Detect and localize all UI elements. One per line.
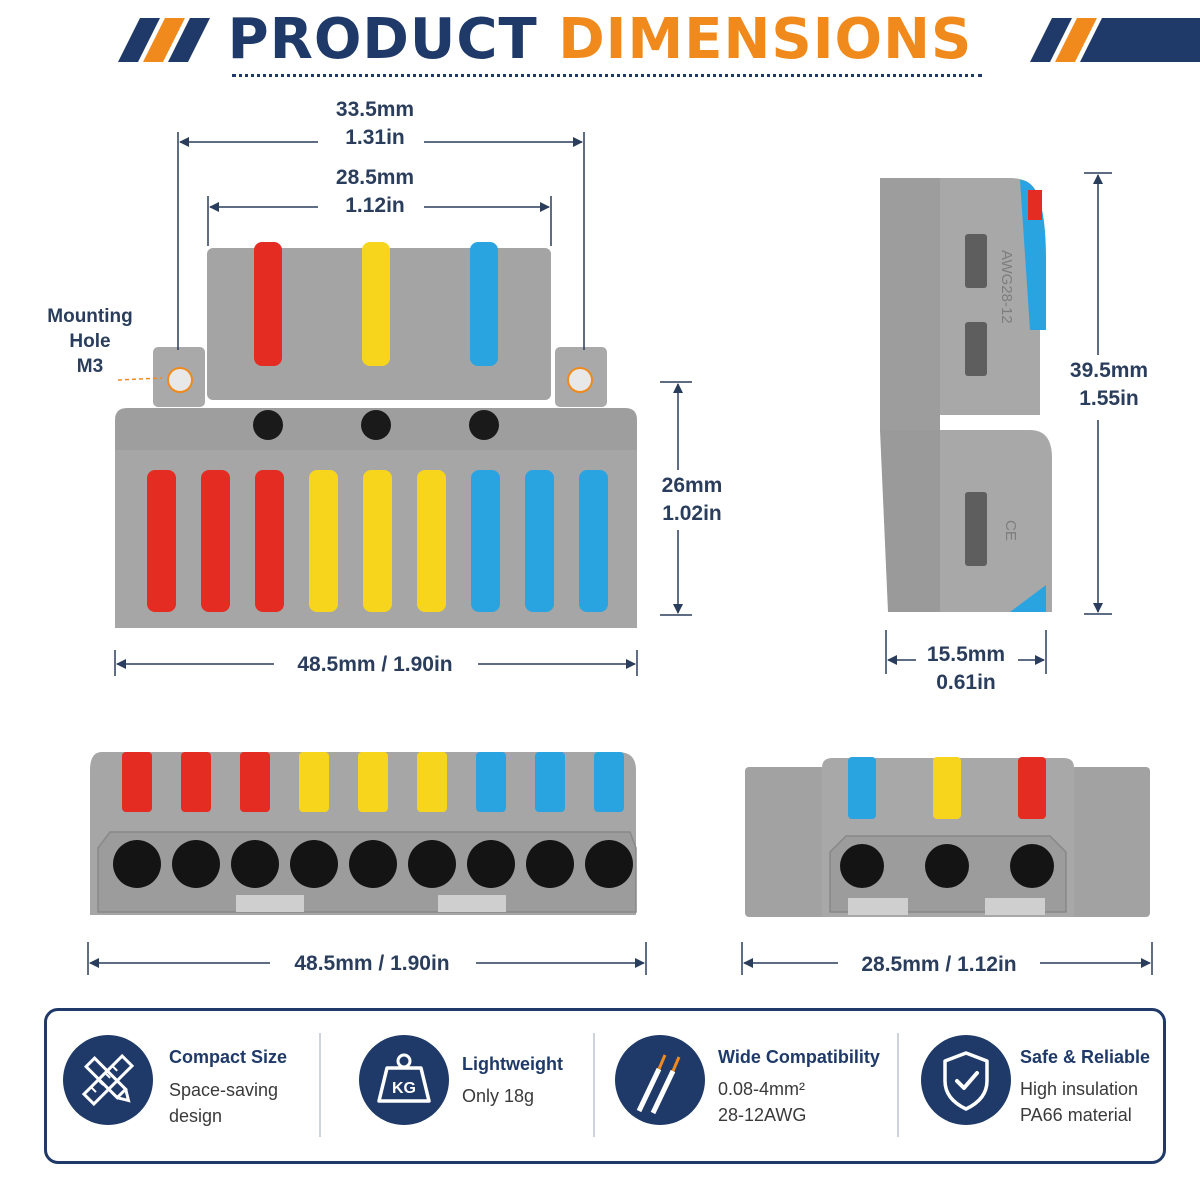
ruler-pencil-icon [63,1035,153,1125]
feature-lightweight: KG Lightweight Only 18g [323,1011,593,1161]
dim-side-height [1084,172,1112,615]
label-front-base: 48.5mm / 1.90in [297,653,453,676]
front-lever [147,470,176,612]
wire-hole [231,840,279,888]
top-lever [240,752,270,812]
bottom-right-connector [745,757,1150,917]
front-lever [309,470,338,612]
feature-desc: Only 18g [462,1086,535,1106]
title-underline [232,74,982,81]
page-title: PRODUCT DIMENSIONS [0,8,1200,72]
dim-side-depth [885,630,1047,674]
dim-bottom-right [741,942,1153,975]
dim-front-base [114,650,638,676]
feature-title: Compact Size [169,1047,288,1067]
front-lever [579,470,608,612]
wire-hole [349,840,397,888]
shield-check-icon [921,1035,1011,1125]
title-stripes-left [118,18,210,62]
feature-divider [319,1033,321,1137]
wire-hole [585,840,633,888]
front-lever [471,470,500,612]
title-part-1: PRODUCT [227,7,538,72]
top-lever [594,752,624,812]
bottom-left-connector [90,752,637,915]
label-bottom-right-width: 28.5mm / 1.12in [861,953,1017,976]
wire-hole [172,840,220,888]
connector-diagram: AWG28-12 CE [87,18,1200,975]
side-view-connector: AWG28-12 CE [880,178,1052,612]
dim-front-top [117,132,585,381]
label-bottom-left-width: 48.5mm / 1.90in [294,952,450,975]
dim-bottom-left [87,942,647,975]
dim-front-height [660,381,692,616]
top-lever [299,752,329,812]
title-stripes-right [1030,18,1200,62]
feature-divider [593,1033,595,1137]
wire-hole [290,840,338,888]
front-lever [417,470,446,612]
front-lever [255,470,284,612]
wire-hole [526,840,574,888]
feature-title: Safe & Reliable [1020,1047,1151,1067]
title-part-2: DIMENSIONS [558,7,973,72]
top-lever [358,752,388,812]
front-lever [201,470,230,612]
awg-emboss: AWG28-12 [998,250,1015,324]
feature-divider [897,1033,899,1137]
top-lever [181,752,211,812]
wire-hole [467,840,515,888]
mounting-hole-label: Mounting Hole M3 [47,306,133,377]
top-lever [417,752,447,812]
top-lever [476,752,506,812]
front-lever [363,470,392,612]
kg-text: KG [392,1080,416,1097]
front-lever [525,470,554,612]
top-lever [122,752,152,812]
ce-emboss: CE [1002,520,1019,541]
feature-title: Wide Compatibility [718,1047,880,1067]
feature-title: Lightweight [462,1054,563,1074]
wire-icon [615,1035,705,1125]
top-lever [535,752,565,812]
wire-hole [113,840,161,888]
front-view-connector [115,242,637,628]
weight-kg-icon: KG [359,1035,449,1125]
wire-hole [408,840,456,888]
